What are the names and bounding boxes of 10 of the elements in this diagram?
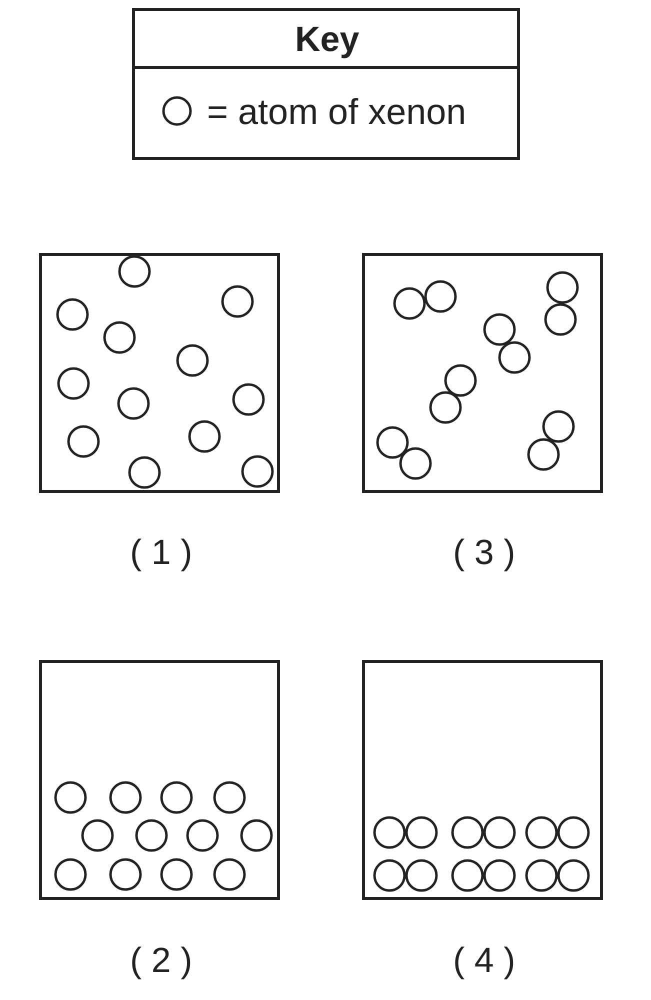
container-box xyxy=(39,660,280,900)
container-box xyxy=(362,660,603,900)
legend-text: = atom of xenon xyxy=(207,90,466,132)
key-heading: Key xyxy=(295,20,360,60)
container-box xyxy=(362,253,603,493)
container-box xyxy=(39,253,280,493)
option-label: ( 3 ) xyxy=(453,533,516,574)
option-label: ( 4 ) xyxy=(453,941,516,982)
option-label: ( 2 ) xyxy=(130,941,192,982)
option-label: ( 1 ) xyxy=(130,533,192,574)
